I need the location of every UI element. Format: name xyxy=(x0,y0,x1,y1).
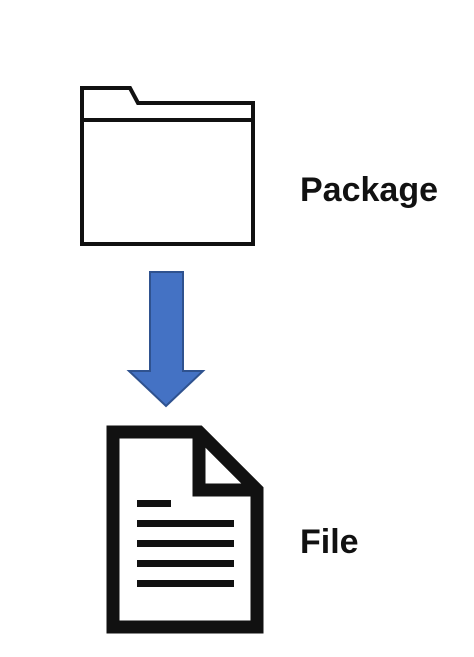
arrow-down-icon xyxy=(126,271,206,408)
folder-icon xyxy=(80,86,255,246)
package-label: Package xyxy=(300,171,438,209)
document-text-lines xyxy=(137,500,234,587)
document-icon xyxy=(106,425,264,634)
file-label: File xyxy=(300,523,359,561)
